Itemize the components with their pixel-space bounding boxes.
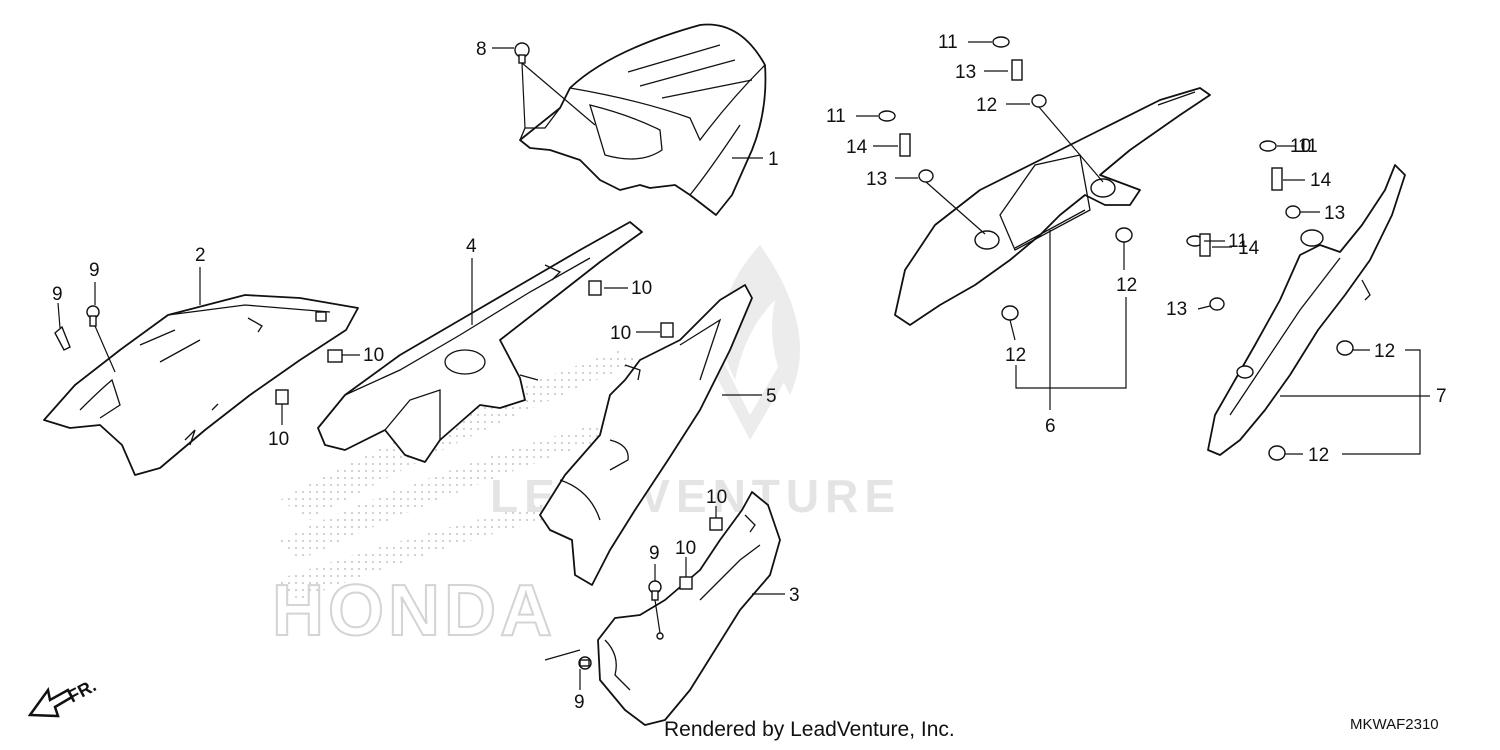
callout-label: 13: [955, 62, 976, 83]
part-3-lower-cover: [597, 491, 781, 726]
callout-label: 6: [1045, 416, 1056, 437]
footer-credit: Rendered by LeadVenture, Inc.: [664, 718, 955, 741]
callout-label: 10: [631, 278, 652, 299]
part-7-grab-rail: [1207, 164, 1406, 456]
part-4-center-undertray: [317, 221, 643, 463]
callout-label: 12: [1005, 345, 1026, 366]
callout-label: 12: [1116, 275, 1137, 296]
callout-label: 10: [706, 487, 727, 508]
callout-label: 12: [1308, 445, 1329, 466]
callout-label: 10: [610, 323, 631, 344]
callout-label: 12: [1374, 341, 1395, 362]
callout-label: 8: [476, 39, 487, 60]
front-arrow-icon: FR.: [27, 675, 99, 718]
part-1-seat-cowl: [519, 23, 767, 216]
callout-label: 13: [1166, 299, 1187, 320]
hardware: [54, 36, 1354, 670]
callout-label: 10: [675, 538, 696, 559]
callout-label: 9: [574, 692, 585, 713]
callout-label: 9: [89, 260, 100, 281]
diagram-code: MKWAF2310: [1350, 716, 1439, 733]
callout-label: 10: [268, 429, 289, 450]
callout-label: 14: [1310, 170, 1332, 191]
callout-label: 11: [1298, 136, 1318, 157]
callout-label: 10: [363, 345, 384, 366]
leadventure-logo-watermark: [705, 245, 800, 440]
part-2-side-cover: [43, 294, 359, 476]
callout-label: 12: [976, 95, 997, 116]
callout-label: 10: [1290, 136, 1311, 157]
callout-label: 4: [466, 236, 477, 257]
callout-label: 14: [1238, 238, 1260, 259]
callout-label: 11: [1228, 231, 1248, 252]
callout-label: 9: [649, 543, 660, 564]
callout-label: 1: [768, 149, 779, 170]
honda-wing-watermark: [276, 350, 640, 600]
callout-label: 2: [195, 245, 206, 266]
callout-label: 13: [1324, 203, 1345, 224]
callout-label: 5: [766, 386, 777, 407]
front-label: FR.: [64, 675, 99, 706]
part-6-grab-rail: [894, 87, 1211, 326]
callout-label: 13: [866, 169, 887, 190]
callout-labels: 1 2 3 4 5 6 7 8 9 9 9 9 10 10 10 10 10 1…: [52, 32, 1447, 713]
honda-watermark: HONDA: [272, 571, 556, 651]
callout-label: 3: [789, 585, 800, 606]
callout-label: 11: [826, 106, 846, 127]
leader-lines: [57, 41, 1430, 690]
callout-label: 9: [52, 284, 63, 305]
part-5-side-cover: [539, 284, 753, 586]
callout-label: 7: [1436, 386, 1447, 407]
callout-label: 14: [846, 137, 868, 158]
callout-label: 11: [938, 32, 958, 53]
